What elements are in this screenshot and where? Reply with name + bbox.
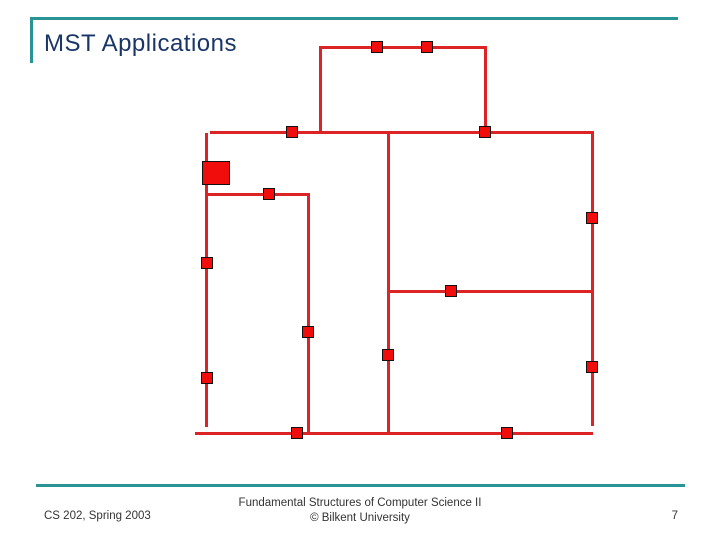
graph-edge [591, 131, 594, 426]
footer-center-text: Fundamental Structures of Computer Scien… [180, 496, 540, 526]
graph-edge [195, 432, 593, 435]
graph-node [201, 372, 213, 384]
graph-edge [206, 193, 310, 196]
graph-node [445, 285, 457, 297]
graph-node [479, 126, 491, 138]
header-accent-line [30, 17, 678, 20]
graph-edge [387, 290, 593, 293]
graph-node [501, 427, 513, 439]
graph-node [286, 126, 298, 138]
room-rectangle-node [202, 161, 230, 185]
graph-node [201, 257, 213, 269]
graph-node [302, 326, 314, 338]
graph-edge [210, 131, 593, 134]
footer-center-line2: © Bilkent University [310, 512, 410, 524]
graph-edge [387, 131, 390, 435]
graph-node [263, 188, 275, 200]
graph-node [382, 349, 394, 361]
footer-course-label: CS 202, Spring 2003 [44, 510, 151, 522]
graph-node [291, 427, 303, 439]
graph-edge [319, 46, 487, 49]
footer-divider-line [36, 484, 685, 487]
graph-node [371, 41, 383, 53]
graph-edge [319, 46, 322, 134]
page-number: 7 [671, 510, 678, 522]
graph-edge [307, 193, 310, 435]
graph-node [586, 361, 598, 373]
header-accent-corner [30, 17, 33, 63]
graph-edge [205, 133, 208, 427]
slide-title: MST Applications [44, 30, 237, 57]
graph-node [586, 212, 598, 224]
footer-center-line1: Fundamental Structures of Computer Scien… [238, 497, 482, 509]
graph-node [421, 41, 433, 53]
graph-edge [484, 46, 487, 134]
